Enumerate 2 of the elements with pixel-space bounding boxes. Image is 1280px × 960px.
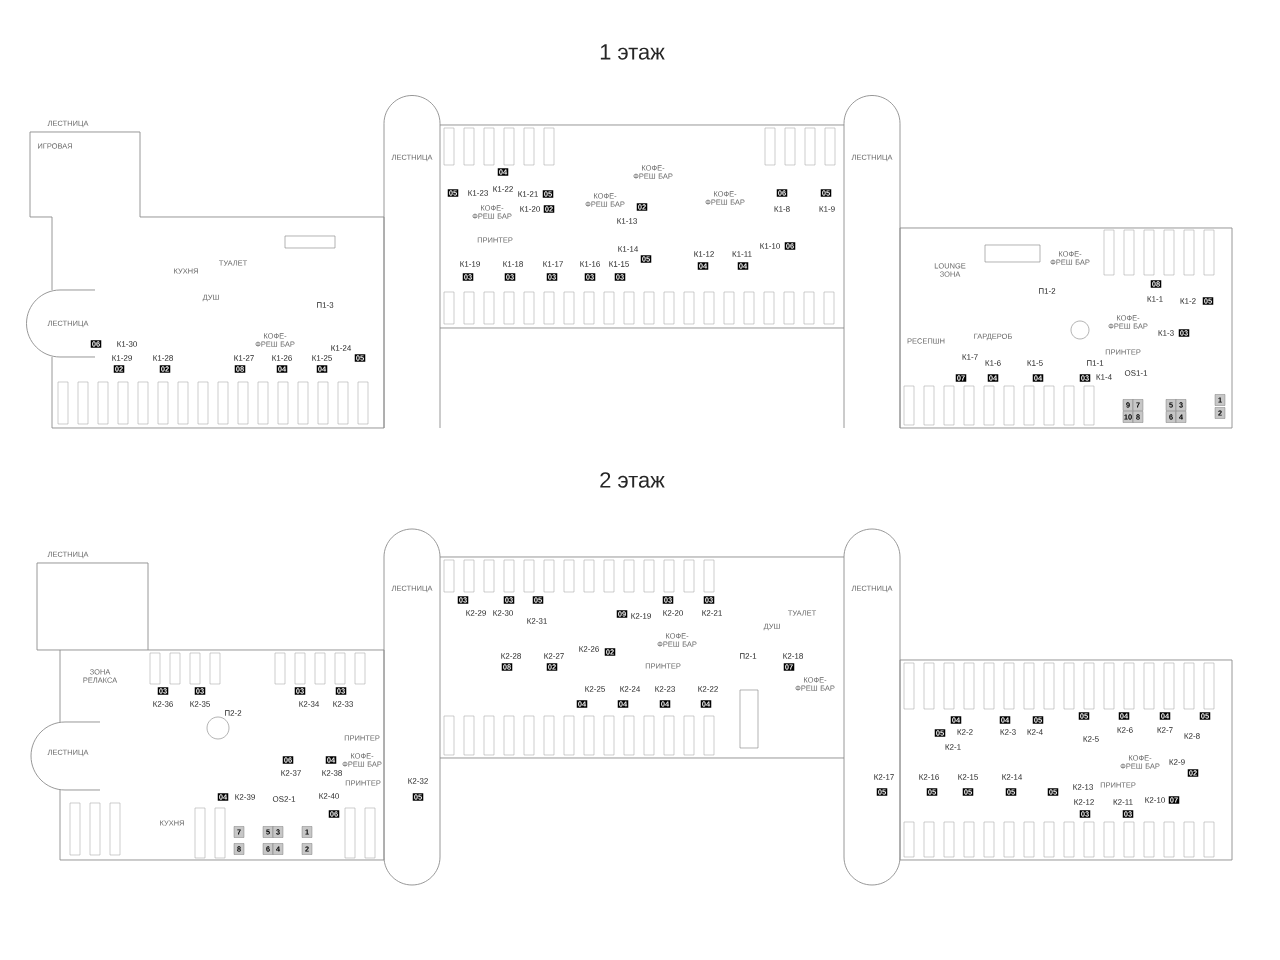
floor-title: 2 этаж <box>600 472 665 488</box>
floor-title: 1 этаж <box>600 44 665 60</box>
